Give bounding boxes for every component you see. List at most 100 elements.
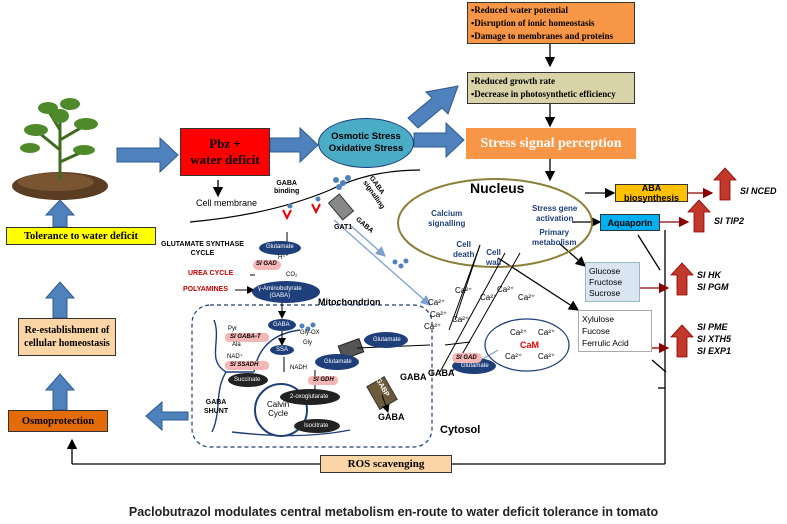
osmotic-line: Osmotic Stress (331, 131, 401, 142)
up-arrow-pme (670, 324, 694, 358)
co2-label: CO₂ (286, 272, 298, 278)
glutamate-synthase-label: GLUTAMATE SYNTHASE CYCLE (161, 240, 244, 258)
arrow-to-osmoprotection (145, 400, 189, 432)
gat1-channel (327, 193, 355, 221)
osmotic-line: Oxidative Stress (328, 143, 404, 154)
ca-ion: Ca²⁺ (510, 328, 528, 337)
calcium-line: signalling (428, 219, 466, 228)
gaba-cytosol-label: GABA (428, 368, 455, 378)
gly-label: Gly (303, 340, 312, 346)
effect-line: ▪Reduced water potential (471, 4, 569, 15)
shunt-line: GABA (205, 399, 227, 406)
reestablish-line: Re-establishment of (24, 325, 110, 336)
tomato-plant-image (8, 90, 110, 202)
arrow-up-2 (44, 281, 76, 319)
ala-label: Ala (232, 342, 241, 348)
osmotic-stress-ellipse: Osmotic Stress Oxidative Stress (318, 118, 414, 168)
up-arrow-tip2 (687, 199, 711, 233)
gaba-t-label: Sl GABA-T (230, 334, 261, 340)
tca-ellipses (228, 373, 340, 433)
ca-ion: Ca²⁺ (538, 328, 556, 337)
stress-gene-line: Stress gene (532, 204, 578, 213)
gaba-mito-label: GABA (273, 322, 290, 328)
gs-line: CYCLE (190, 250, 215, 257)
nad-label: NAD⁺ (227, 354, 243, 360)
oxoglutarate-label: 2-oxoglutarate (290, 394, 329, 400)
ca-ion: Ca²⁺ (428, 298, 446, 307)
stress-signal-perception-box: Stress signal perception (466, 128, 636, 159)
nadh-label: NADH (290, 365, 308, 371)
gaba-binding-line: binding (274, 188, 300, 195)
sugar-item: Sucrose (589, 287, 621, 298)
glutamate-top: Glutamate (266, 244, 294, 250)
arrow-pbz-to-osmotic (269, 126, 319, 164)
gene-pme: Sl PME (697, 322, 728, 332)
mitochondrion-box (191, 304, 433, 448)
isocitrate-label: Isocitrate (304, 423, 329, 429)
cytosol-label: Cytosol (440, 424, 481, 436)
block-arrows (44, 85, 465, 432)
gene-nced: Sl NCED (740, 186, 777, 196)
upregulation-arrows (670, 167, 737, 358)
sugar-item: Fructose (589, 276, 623, 287)
effect-line: ▪Disruption of ionic homeostasis (471, 17, 595, 28)
osmoprotection-box: Osmoprotection (8, 410, 108, 432)
cellwall-items-box: Xylulose Fucose Ferrulic Acid (578, 310, 652, 352)
calvin-cycle-label: Calvin Cycle (267, 400, 289, 418)
growth-line: ▪Reduced growth rate (471, 76, 556, 86)
ca-ion: Ca²⁺ (455, 286, 473, 295)
aba-biosynthesis-box: ABA biosynthesis (615, 183, 688, 203)
stress-effects-box: ▪Reduced water potential ▪Disruption of … (467, 2, 635, 44)
cell-membrane-line (189, 169, 421, 223)
cell-wall-line: wall (486, 258, 502, 267)
arrow-osmotic-to-perception (413, 121, 465, 159)
ssadh-label: Sl SSADH (230, 362, 259, 368)
ca-ion: Ca²⁺ (538, 352, 556, 361)
arrow-up-3 (44, 373, 76, 411)
up-arrow-nced (713, 167, 737, 201)
cellwall-item: Fucose (582, 326, 610, 336)
ca-ion: Ca²⁺ (424, 322, 442, 331)
gaba-dots (287, 175, 409, 332)
urea-cycle-label: UREA CYCLE (188, 270, 234, 277)
aminobutyrate-label: γ-Aminobutyrate (GABA) (258, 286, 302, 300)
ca-ion: Ca²⁺ (505, 352, 523, 361)
gdh-label: Sl GDH (313, 377, 334, 383)
up-arrow-hk (670, 262, 694, 296)
cell-membrane-label: Cell membrane (196, 198, 258, 208)
stress-gene-line: activation (536, 214, 574, 223)
calcium-signalling-label: Calcium signalling (428, 209, 465, 229)
pbz-line: Pbz + (209, 136, 241, 151)
cell-wall-line: Cell (486, 248, 501, 257)
amino-line: γ-Aminobutyrate (258, 286, 302, 292)
gat1-label: GAT1 (334, 224, 353, 231)
gaba-cytosol-label-2: GABA (378, 412, 405, 422)
ca-ion: Ca²⁺ (430, 310, 448, 319)
cell-death-line: Cell (456, 240, 471, 249)
succinate-label: Succinate (234, 377, 261, 383)
mitochondrion-label: Mitochondrion (318, 297, 381, 307)
aquaporin-box: Aquaporin (600, 214, 660, 231)
pyr-label: Pyr (228, 326, 237, 332)
inner-membrane (211, 319, 351, 437)
slgad-right-label: Sl GAD (456, 355, 477, 361)
ssa-label: SSA (276, 347, 289, 353)
calcium-line: Calcium (431, 209, 463, 218)
ca-ion: Ca²⁺ (480, 293, 498, 302)
reestablishment-box: Re-establishment of cellular homeostasis (18, 318, 116, 356)
gly-ox-label: Gly-OX (300, 330, 320, 336)
gene-exp1: Sl EXP1 (697, 346, 732, 356)
glutamate-mid-label: Glutamate (373, 337, 401, 343)
tolerance-box: Tolerance to water deficit (6, 227, 156, 245)
nucleus-ellipse (397, 178, 593, 268)
ros-scavenging-box: ROS scavenging (320, 455, 452, 473)
pbz-line: water deficit (190, 152, 260, 167)
glutamate-right-label: Glutamate (461, 363, 489, 369)
ca-ion: Ca²⁺ (518, 293, 536, 302)
gaba-binding-line: GABA (276, 180, 297, 187)
cell-death-line: death (453, 250, 475, 259)
ca-ion: Ca²⁺ (452, 315, 470, 324)
gene-pgm: Sl PGM (697, 282, 729, 292)
arrow-osmotic-to-growth (407, 85, 459, 129)
primary-metabolism-label: Primary metabolism (532, 228, 576, 248)
